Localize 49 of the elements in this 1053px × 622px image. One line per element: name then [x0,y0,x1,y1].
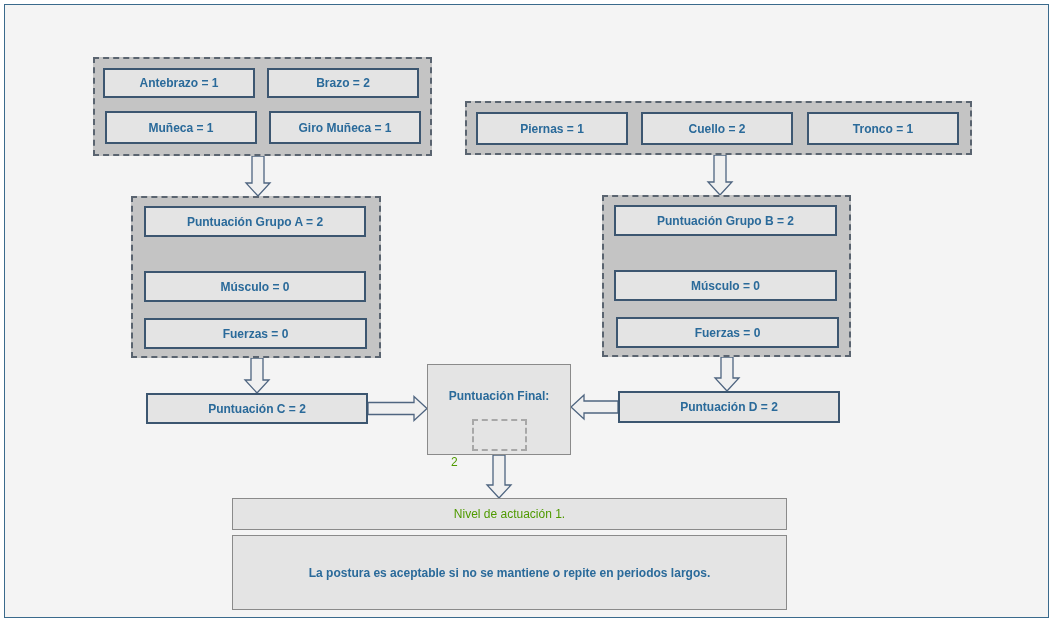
input-field [472,419,527,451]
score-label: Cuello = 2 [688,121,746,136]
score-label: Fuerzas = 0 [222,326,289,341]
result-panel [427,364,571,455]
group-panel [602,195,851,357]
score-label: Puntuación C = 2 [208,401,306,416]
score-field [476,112,628,145]
block-arrow [713,356,741,392]
block-arrow [706,154,734,196]
score-field [144,206,366,237]
group-panel [131,196,381,358]
score-label: Muñeca = 1 [148,120,214,135]
score-field [146,393,368,424]
result-panel [232,498,787,530]
score-value: 2 [451,455,458,469]
score-field [144,318,367,349]
score-field [269,111,421,144]
score-field [267,68,419,98]
block-arrow [485,454,513,499]
block-arrow [367,395,428,422]
score-label: Tronco = 1 [852,121,914,136]
score-label: Puntuación D = 2 [680,400,778,414]
score-label: Puntuación Grupo A = 2 [186,214,324,229]
score-label: Músculo = 0 [220,279,290,294]
panel-heading: Puntuación Final: [448,389,550,403]
block-arrow [244,155,272,197]
score-field [641,112,793,145]
score-label: Antebrazo = 1 [139,76,219,90]
score-label: Músculo = 0 [691,278,760,293]
result-text: Nivel de actuación 1. [453,507,566,521]
block-arrow [243,357,271,394]
result-text: La postura es aceptable si no se mantiene o repite en periodos largos. [308,565,711,580]
score-field [807,112,959,145]
group-panel [93,57,432,156]
score-label: Puntuación Grupo B = 2 [657,213,794,228]
score-field [144,271,366,302]
group-panel [465,101,972,155]
score-field [614,205,837,236]
score-label: Brazo = 2 [316,76,370,90]
score-field [614,270,837,301]
score-field [103,68,255,98]
score-field [616,317,839,348]
score-label: Giro Muñeca = 1 [298,120,392,135]
score-field [618,391,840,423]
block-arrow [570,393,619,421]
score-field [105,111,257,144]
result-panel [232,535,787,610]
score-label: Fuerzas = 0 [694,325,761,340]
score-label: Piernas = 1 [520,121,584,136]
